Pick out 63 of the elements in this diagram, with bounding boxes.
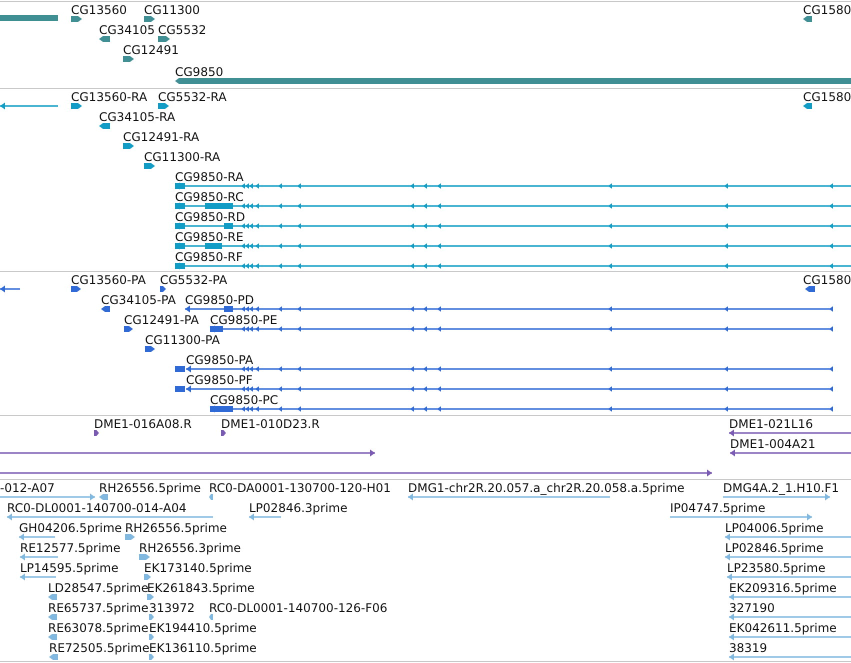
feature-label: LP02846.3prime [249, 501, 348, 515]
feature-label: LP04006.5prime [725, 521, 824, 535]
feature-label: CG9850-RE [175, 230, 244, 244]
feature-label: CG9850-PF [186, 373, 253, 387]
feature-label: CG1580 [803, 90, 851, 104]
feature-label: CG9850-RD [175, 210, 246, 224]
feature-label: LP02846.5prime [725, 541, 824, 555]
feature-label: CG13560-PA [71, 273, 146, 287]
feature-label: CG1580 [803, 3, 851, 17]
feature-label: CG9850-PA [186, 353, 254, 367]
feature-label: RE65737.5prime [48, 601, 148, 615]
feature-label: CG34105 [99, 23, 155, 37]
feature-label: CG12491-PA [124, 313, 199, 327]
feature-label: -012-A07 [0, 481, 55, 495]
feature-label: RH26556.3prime [139, 541, 241, 555]
feature-label: CG34105-RA [99, 110, 176, 124]
feature-label: CG13560 [71, 3, 127, 17]
feature-label: CG9850 [175, 65, 224, 79]
feature-label: RH26556.5prime [99, 481, 201, 495]
feature-label: DME1-016A08.R [94, 417, 192, 431]
feature-label: RE12577.5prime [20, 541, 120, 555]
feature-label: CG1580 [803, 273, 851, 287]
feature-label: CG9850-RF [175, 250, 243, 264]
feature-label: EK173140.5prime [144, 561, 252, 575]
feature-label: DMG1-chr2R.20.057.a_chr2R.20.058.a.5prime [408, 481, 685, 495]
feature-label: CG11300 [144, 3, 200, 17]
feature-label: EK261843.5prime [147, 581, 255, 595]
feature-label: CG34105-PA [101, 293, 176, 307]
feature-label: IP04747.5prime [670, 501, 766, 515]
feature-label: CG11300-PA [145, 333, 220, 347]
feature-label: RC0-DL0001-140700-126-F06 [209, 601, 388, 615]
feature-label: CG5532 [158, 23, 206, 37]
feature-label: 327190 [729, 601, 775, 615]
feature-label: CG5532-RA [158, 90, 227, 104]
feature-label: EK136110.5prime [149, 641, 257, 655]
feature-label: RH26556.5prime [125, 521, 227, 535]
feature-label: 38319 [729, 641, 768, 655]
feature-label: CG9850-RC [175, 190, 244, 204]
feature-label: DME1-004A21 [730, 437, 816, 451]
feature-label: RC0-DA0001-130700-120-H01 [209, 481, 391, 495]
feature-label: LD28547.5prime [48, 581, 149, 595]
feature-label: CG9850-PC [210, 393, 278, 407]
feature-label: DME1-021L16 [729, 417, 813, 431]
feature-label: DME1-010D23.R [221, 417, 320, 431]
feature-label: CG9850-PE [210, 313, 278, 327]
feature-label: GH04206.5prime [19, 521, 122, 535]
feature-label: CG9850-RA [175, 170, 244, 184]
feature-label: EK209316.5prime [729, 581, 837, 595]
feature-label: 313972 [149, 601, 195, 615]
feature-label: CG12491 [123, 43, 179, 57]
feature-label: CG9850-PD [185, 293, 254, 307]
feature-label: EK194410.5prime [149, 621, 257, 635]
feature-label: RE63078.5prime [48, 621, 148, 635]
feature-label: RE72505.5prime [49, 641, 150, 655]
feature-label: CG11300-RA [144, 150, 220, 164]
feature-label: RC0-DL0001-140700-014-A04 [7, 501, 186, 515]
feature-label: LP23580.5prime [727, 561, 826, 575]
feature-label: CG5532-PA [160, 273, 228, 287]
feature-label: LP14595.5prime [20, 561, 119, 575]
feature-label: DMG4A.2_1.H10.F1 [723, 481, 840, 495]
feature-label: CG12491-RA [123, 130, 200, 144]
feature-label: EK042611.5prime [729, 621, 837, 635]
feature-label: CG13560-RA [71, 90, 148, 104]
